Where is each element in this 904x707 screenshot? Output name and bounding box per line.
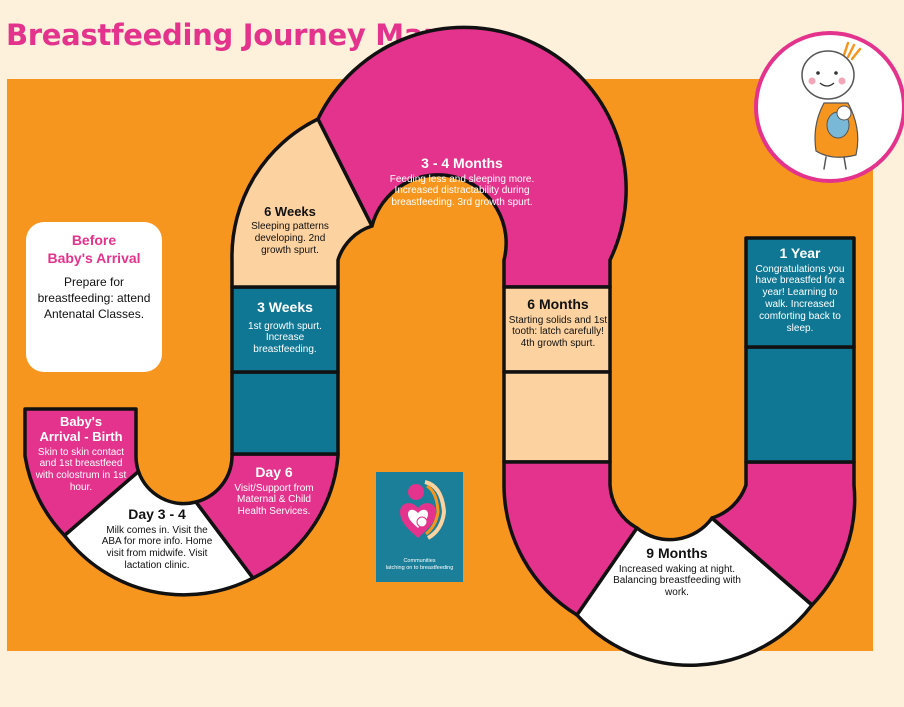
stage-week6-title: 6 Weeks (264, 204, 316, 219)
stage-month6-body: Starting solids and 1st tooth: latch car… (508, 314, 608, 350)
stage-day3-4-body: Milk comes in. Visit the ABA for more in… (101, 524, 213, 571)
stage-year1: 1 Year Congratulations you have breastfe… (750, 245, 850, 334)
stage-month9: 9 Months Increased waking at night. Bala… (608, 545, 746, 599)
stage-week3: 3 Weeks 1st growth spurt. Increase breas… (236, 299, 334, 356)
stage-week6-body: Sleeping patterns developing. 2nd growth… (251, 221, 329, 256)
segment-day3-4 (62, 469, 255, 597)
stage-week3-body: 1st growth spurt. Increase breastfeeding… (248, 320, 322, 356)
stage-birth-body: Skin to skin contact and 1st breastfeed … (35, 446, 127, 494)
stage-month9-title: 9 Months (646, 545, 708, 561)
communities-logo: Communities latching on to breastfeeding (376, 472, 463, 582)
segment-month3-4 (316, 25, 628, 289)
logo-caption-line1: Communities (403, 558, 436, 565)
stage-day6: Day 6 Visit/Support from Maternal & Chil… (232, 464, 316, 518)
before-body: Prepare for breastfeeding: attend Antena… (37, 275, 151, 321)
stage-month3-4: 3 - 4 Months Feeding less and sleeping m… (382, 155, 542, 209)
before-title-line2: Baby's Arrival (47, 250, 141, 267)
before-title-line1: Before (71, 232, 117, 248)
segment-year1-blank (744, 345, 856, 464)
stage-day6-body: Visit/Support from Maternal & Child Heal… (234, 482, 314, 518)
stage-day6-title: Day 6 (255, 464, 293, 480)
segment-blank-lower-left (502, 460, 639, 617)
segment-blank-lower-right (710, 460, 857, 607)
stage-month3-4-body: Feeding less and sleeping more. Increase… (389, 173, 535, 209)
segment-month6-blank (502, 370, 612, 464)
stage-week3-title: 3 Weeks (257, 299, 313, 315)
heart-mother-icon (400, 480, 447, 540)
stage-day3-4-title: Day 3 - 4 (128, 506, 186, 522)
stage-month9-body: Increased waking at night. Balancing bre… (613, 563, 741, 599)
stage-month6: 6 Months Starting solids and 1st tooth: … (508, 296, 608, 350)
segment-day6 (194, 452, 340, 580)
stage-birth-title-line2: Arrival - Birth (39, 429, 123, 445)
stage-month6-title: 6 Months (527, 296, 589, 312)
stage-year1-body: Congratulations you have breastfed for a… (755, 263, 845, 334)
stage-week6: 6 Weeks Sleeping patterns developing. 2n… (244, 204, 336, 257)
stage-birth-title-line1: Baby's (59, 414, 103, 429)
stage-year1-title: 1 Year (779, 245, 821, 261)
segment-week6 (230, 117, 374, 289)
segment-year1 (744, 236, 856, 349)
before-arrival-card: Before Baby's Arrival Prepare for breast… (26, 222, 162, 372)
stage-month3-4-title: 3 - 4 Months (421, 155, 503, 171)
stage-birth: Baby's Arrival - Birth Skin to skin cont… (30, 414, 132, 494)
segment-week3-blank (230, 370, 340, 456)
mother-mascot-icon (754, 31, 904, 183)
logo-caption-line2: latching on to breastfeeding (385, 565, 454, 572)
page-title: Breastfeeding Journey Map (6, 18, 444, 52)
segment-birth (23, 407, 141, 538)
stage-day3-4: Day 3 - 4 Milk comes in. Visit the ABA f… (98, 506, 216, 572)
